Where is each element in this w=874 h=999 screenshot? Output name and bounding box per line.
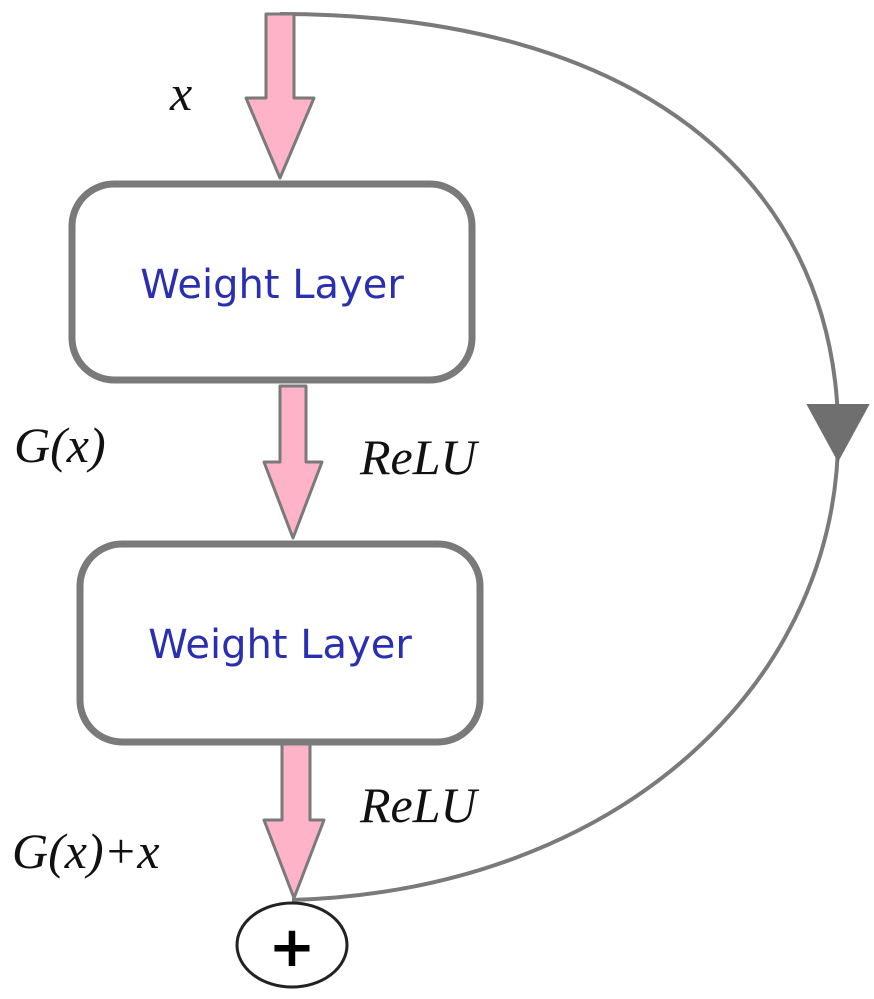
sum-node-symbol: + <box>269 915 316 980</box>
weight-layer-1-label: Weight Layer <box>140 262 404 308</box>
input-label: x <box>169 65 192 121</box>
relu-arrow-2 <box>262 742 326 900</box>
relu-label-1: ReLU <box>359 429 480 485</box>
skip-arrowhead-icon <box>806 404 870 463</box>
sum-node-icon <box>235 901 349 989</box>
relu-label-2: ReLU <box>359 777 480 833</box>
weight-layer-2-box <box>76 540 484 746</box>
intermediate-label: G(x) <box>14 417 106 473</box>
relu-arrow-1 <box>262 384 324 540</box>
weight-layer-1-box <box>68 180 476 384</box>
input-arrow <box>244 12 316 180</box>
output-label: G(x)+x <box>12 823 160 879</box>
weight-layer-2-label: Weight Layer <box>148 622 412 668</box>
